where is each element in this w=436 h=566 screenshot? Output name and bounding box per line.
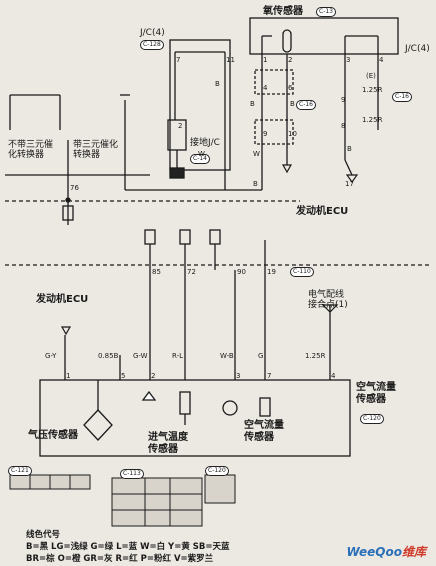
legend-line-2: BR=棕 O=橙 GR=灰 R=红 P=粉红 V=紫罗兰	[26, 554, 214, 564]
air-flow-sensor-inner-label: 空气流量 传感器	[244, 420, 284, 443]
pin-label: 6	[288, 84, 293, 92]
watermark-brand: WeeQoo	[346, 545, 402, 559]
connector-c120b-tag: C-120	[205, 466, 229, 476]
with-catalyst-label: 带三元催化 转换器	[73, 140, 119, 161]
wire-code: 1.25R	[362, 116, 383, 124]
oxygen-sensor-box	[249, 17, 399, 55]
engine-ecu-label-1: 发动机ECU	[296, 206, 349, 217]
pin-label: 5	[121, 372, 126, 380]
wire-code: B	[215, 80, 220, 88]
pin-label: 85	[152, 268, 161, 276]
wire-code: (E)	[366, 72, 376, 80]
pin-label: 76	[70, 184, 79, 192]
connector-icons	[9, 474, 236, 527]
connector-c121-tag: C-121	[8, 466, 32, 476]
pin-label: 2	[151, 372, 156, 380]
oxygen-sensor-label: 氧传感器	[263, 6, 303, 17]
watermark-suffix: 维库	[401, 545, 426, 559]
pin-label: 10	[288, 130, 297, 138]
pin-label: 3	[346, 56, 351, 64]
air-flow-sensor-right-label: 空气流量 传感器	[356, 382, 396, 405]
pin-label: 9	[263, 130, 268, 138]
connector-c16a-tag: C-16	[392, 92, 412, 102]
intake-temp-sensor-label: 进气温度 传感器	[148, 432, 188, 455]
ground-jc-label: 接地J/C	[190, 138, 220, 148]
wire-code: R-L	[172, 352, 184, 360]
wire-code: 1.25R	[362, 86, 383, 94]
pressure-bridge	[83, 409, 113, 441]
wire-code: G-W	[133, 352, 148, 360]
pin-label: 4	[331, 372, 336, 380]
connector-c13-tag: C-13	[316, 7, 336, 17]
connector-c120-tag: C-120	[360, 414, 384, 424]
wire-code: W	[198, 150, 205, 158]
pin-label: 2	[178, 122, 183, 130]
oxygen-sensor-element	[282, 29, 292, 53]
connector-c110-tag: C-110	[290, 267, 314, 277]
legend-line-1: B=黑 LG=浅绿 G=绿 L=蓝 W=白 Y=黄 SB=天蓝	[26, 542, 230, 552]
pin-label: 72	[187, 268, 196, 276]
wire-code: B	[253, 180, 258, 188]
wire-code: W-B	[220, 352, 234, 360]
pin-label: 17	[345, 180, 354, 188]
jc4-left-label: J/C(4)	[140, 28, 165, 38]
wire-code: B	[250, 100, 255, 108]
pin-label: 7	[267, 372, 272, 380]
jc4-right-label: J/C(4)	[405, 44, 430, 54]
pin-label: 8	[341, 122, 346, 130]
pin-label: 4	[263, 84, 268, 92]
watermark: WeeQoo维库	[347, 543, 426, 560]
engine-ecu-label-2: 发动机ECU	[36, 294, 89, 305]
pin-label: 19	[267, 268, 276, 276]
pin-label: 90	[237, 268, 246, 276]
pin-label: 1	[66, 372, 71, 380]
wire-code: 1.25R	[305, 352, 326, 360]
wire-code: B	[290, 100, 295, 108]
wire-code: G	[258, 352, 264, 360]
pin-label: 2	[288, 56, 293, 64]
wire-code: 0.85B	[98, 352, 119, 360]
pin-label: 1	[263, 56, 268, 64]
connector-c120b-icon	[204, 474, 236, 504]
air-flow-sensor-box	[39, 379, 351, 457]
pin-label: 11	[226, 56, 235, 64]
connector-c113-tag: C-113	[120, 469, 144, 479]
pin-label: 7	[176, 56, 181, 64]
wire-code: B	[347, 145, 352, 153]
connector-c16b-tag: C-16	[296, 100, 316, 110]
pin-label: 3	[236, 372, 241, 380]
elec-junction-label: 电气配线 接合点(1)	[308, 290, 348, 311]
wire-code: W	[253, 150, 260, 158]
legend-title: 线色代号	[26, 530, 61, 540]
without-catalyst-label: 不带三元催 化转换器	[8, 140, 54, 161]
wire-code: G-Y	[45, 352, 57, 360]
connector-c128-tag: C-128	[140, 40, 164, 50]
jc4-connector-box	[169, 39, 231, 171]
pin-label: 9	[341, 96, 346, 104]
pin-label: 4	[379, 56, 384, 64]
pressure-sensor-label: 气压传感器	[28, 430, 78, 441]
connector-c14-tag: C-14	[190, 154, 210, 164]
connector-c113-icon	[111, 477, 203, 527]
